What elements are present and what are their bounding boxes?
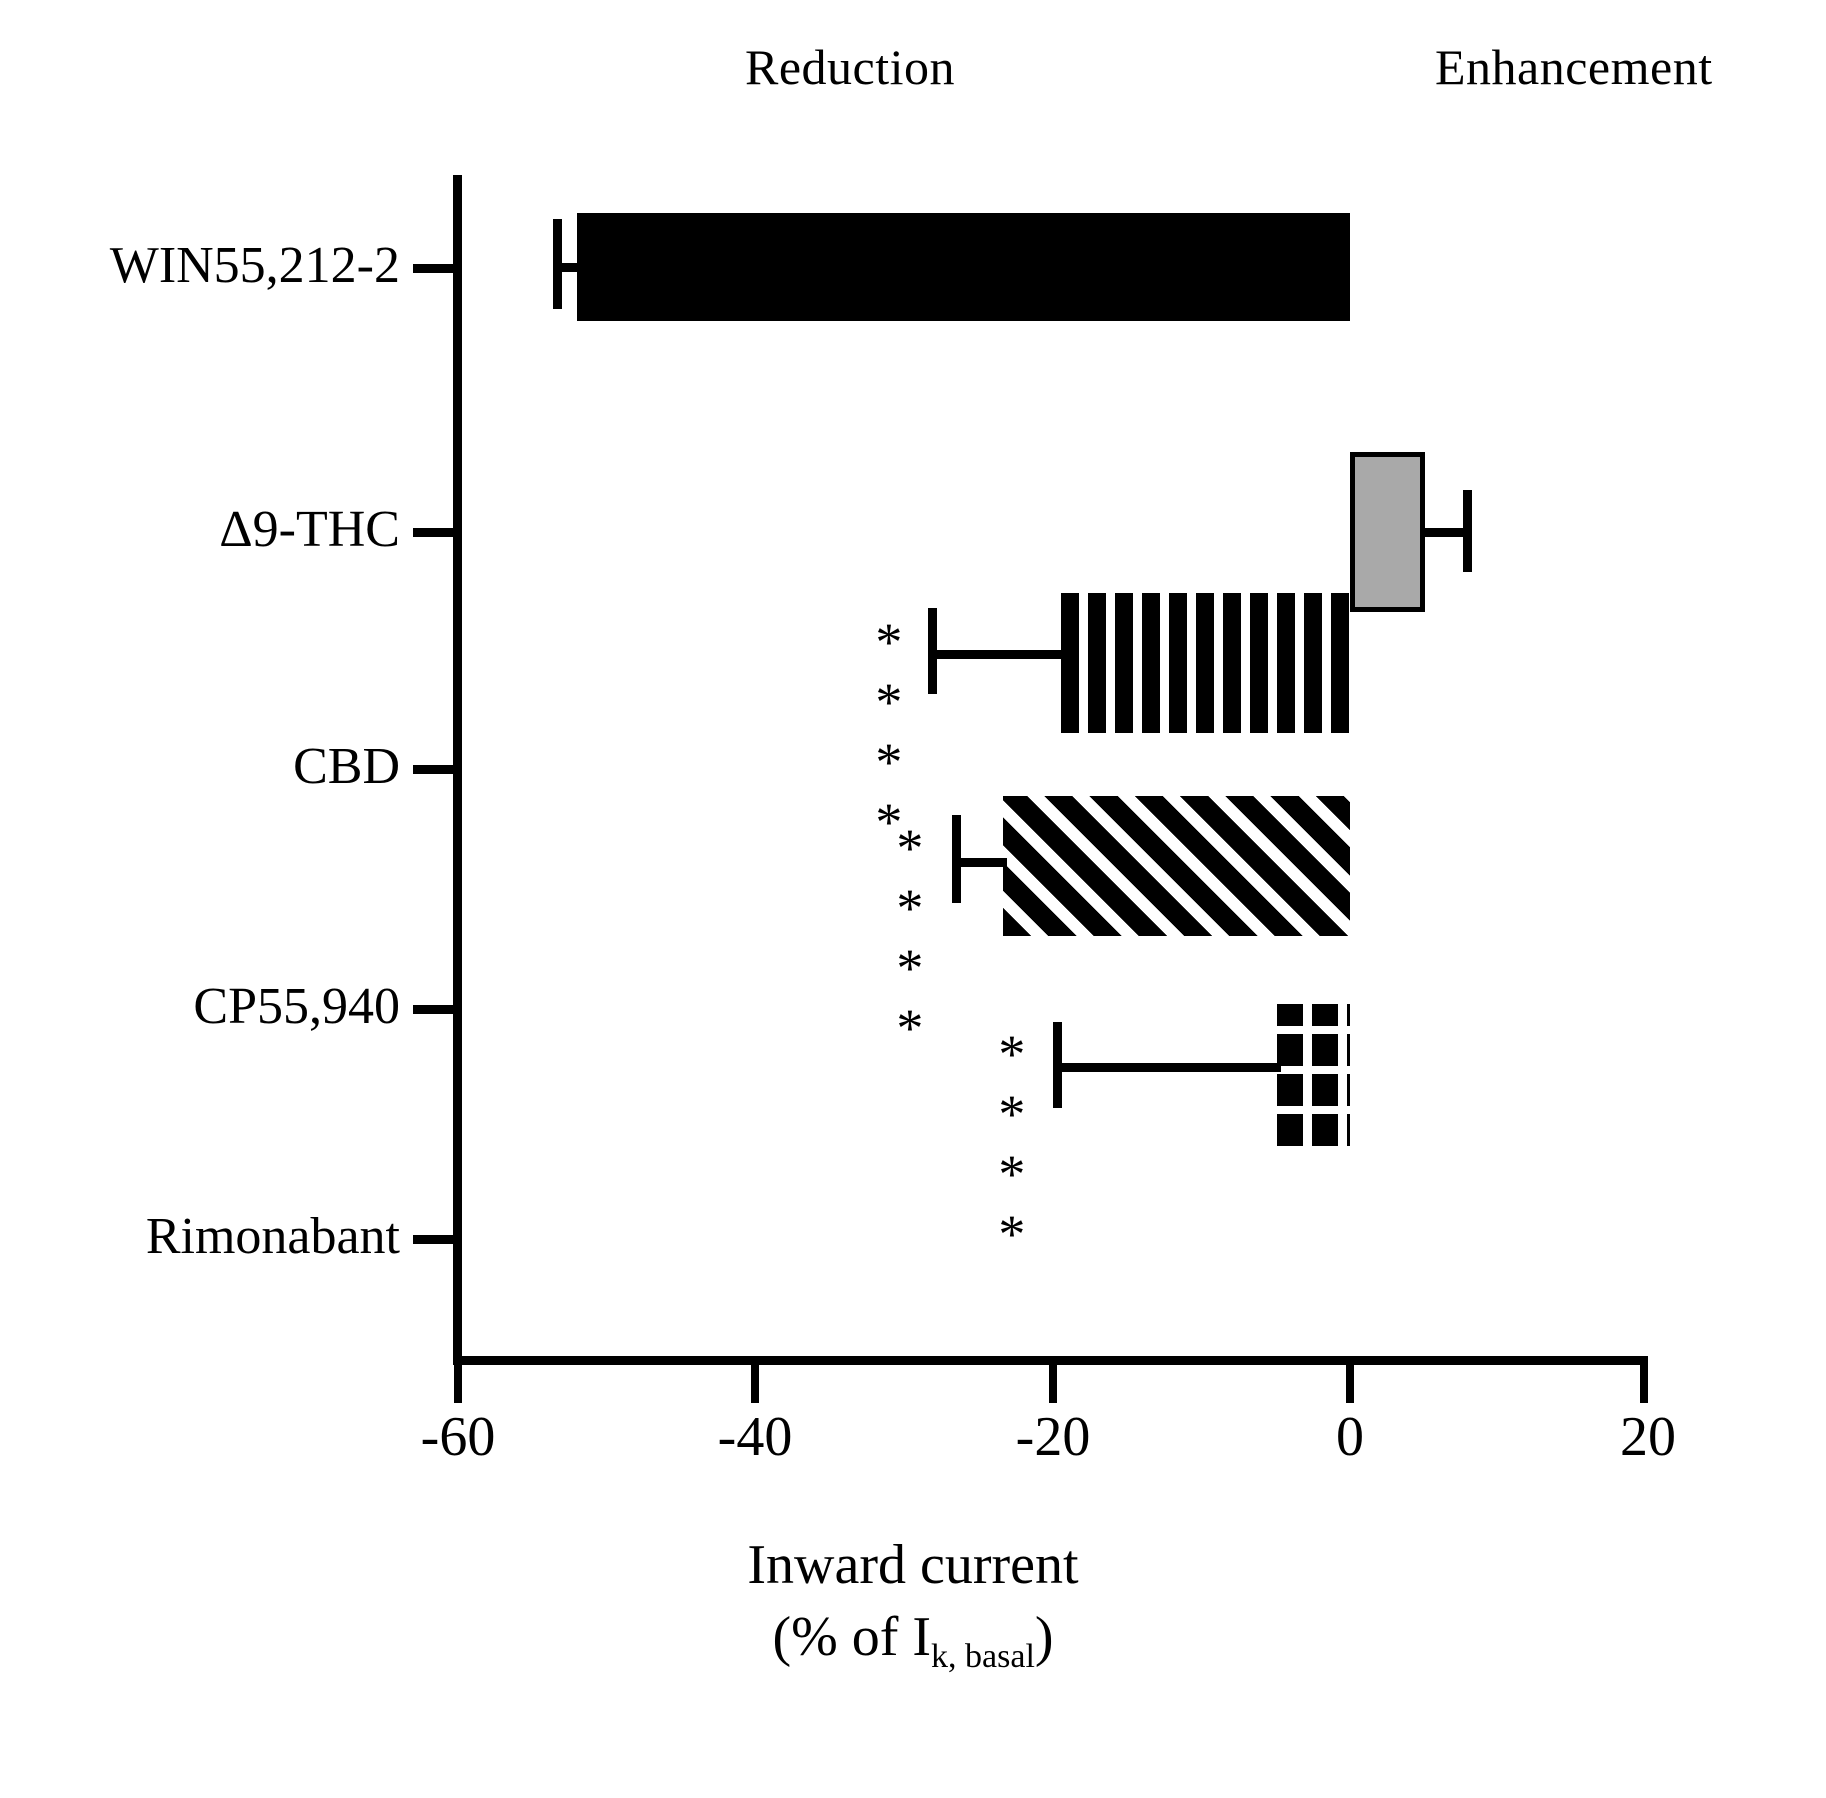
x-tick--20 — [1049, 1365, 1057, 1403]
y-tick-d9-thc — [413, 528, 458, 537]
errorbar-cap-cbd — [928, 608, 937, 694]
x-tick-20 — [1640, 1365, 1648, 1403]
x-tick-label--60: -60 — [420, 1406, 496, 1468]
errorbar-cap-rimonabant — [1053, 1022, 1062, 1108]
x-tick--60 — [454, 1365, 462, 1403]
significance-stars-rimonabant: **** — [981, 1024, 1042, 1264]
y-tick-rimonabant — [413, 1235, 458, 1244]
errorbar-cap-d9-thc — [1463, 490, 1472, 572]
category-label-cbd: CBD — [293, 738, 400, 795]
reduction-region-label: Reduction — [745, 39, 956, 95]
bar-d9-thc[interactable] — [1350, 452, 1425, 612]
errorbar-line-d9-thc — [1422, 528, 1470, 537]
bar-cbd[interactable] — [1061, 593, 1350, 733]
x-tick-label--20: -20 — [1015, 1406, 1091, 1468]
x-axis-title-subscript: k, basal — [931, 1637, 1035, 1675]
x-tick-label-0: 0 — [1336, 1406, 1364, 1468]
bar-win55212-2[interactable] — [577, 213, 1350, 321]
errorbar-line-cbd — [930, 650, 1065, 659]
errorbar-cap-cp55940 — [952, 815, 961, 903]
significance-stars-cp55940: **** — [879, 818, 940, 1058]
x-axis-line — [453, 1356, 1648, 1365]
category-label-d9-thc: Δ9-THC — [219, 501, 400, 558]
bar-cp55940[interactable] — [1003, 796, 1350, 936]
errorbar-line-win55212-2 — [555, 263, 581, 272]
category-label-win55212-2: WIN55,212-2 — [109, 237, 400, 294]
y-tick-cp55940 — [413, 1005, 458, 1014]
x-axis-title-line2: (% of Ik, basal) — [0, 1602, 1826, 1679]
enhancement-region-label: Enhancement — [1435, 39, 1713, 95]
x-tick-label-20: 20 — [1620, 1406, 1676, 1468]
y-tick-win55212-2 — [413, 264, 458, 273]
x-tick-label--40: -40 — [717, 1406, 793, 1468]
errorbar-cap-win55212-2 — [553, 219, 562, 309]
category-label-cp55940: CP55,940 — [193, 978, 400, 1035]
category-label-rimonabant: Rimonabant — [145, 1208, 400, 1265]
x-tick-0 — [1346, 1365, 1354, 1403]
y-tick-cbd — [413, 765, 458, 774]
x-axis-title: Inward current (% of Ik, basal) — [0, 1530, 1826, 1678]
x-axis-title-prefix: (% of I — [772, 1605, 932, 1668]
x-axis-title-line1: Inward current — [747, 1534, 1079, 1596]
x-axis-title-suffix: ) — [1034, 1605, 1054, 1668]
errorbar-line-rimonabant — [1056, 1063, 1281, 1072]
x-tick--40 — [751, 1365, 759, 1403]
bar-rimonabant[interactable] — [1277, 1004, 1350, 1146]
errorbar-line-cp55940 — [955, 858, 1007, 867]
significance-stars-cbd: **** — [858, 612, 919, 852]
